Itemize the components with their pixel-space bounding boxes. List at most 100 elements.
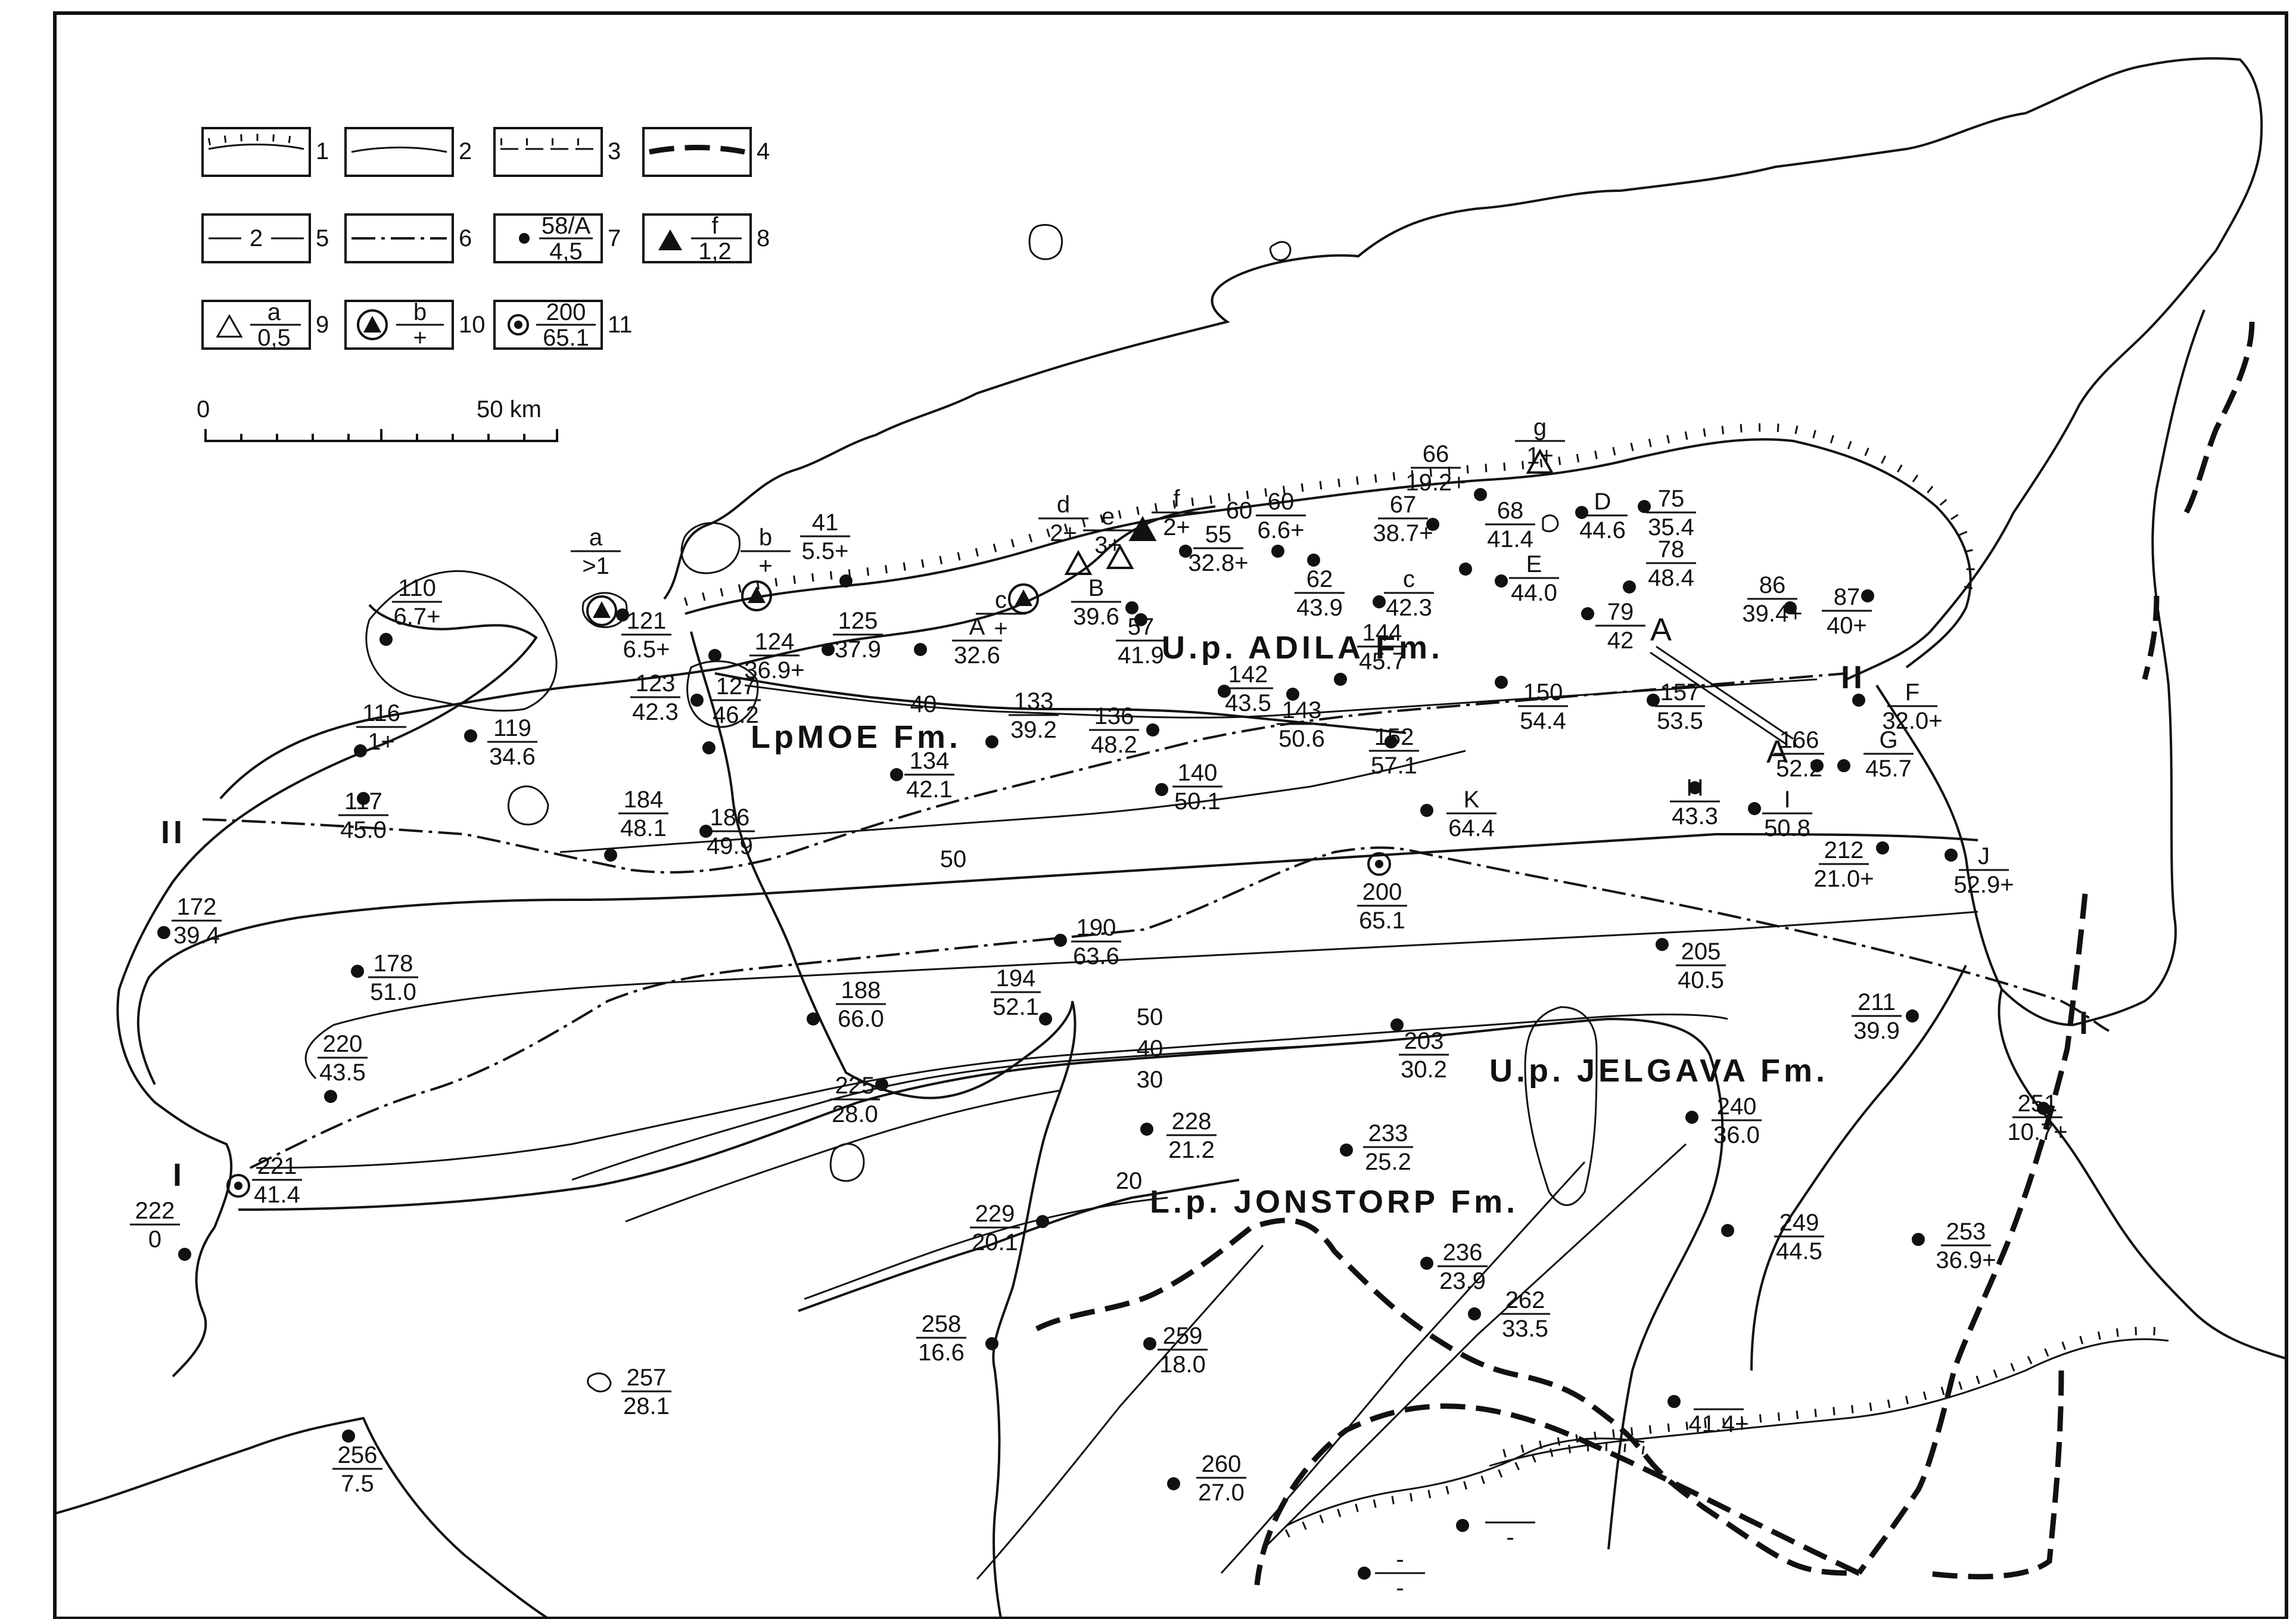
legend-item-5: 2 5: [201, 213, 329, 263]
well-thickness: 45.7: [1359, 648, 1405, 675]
coastline: [54, 57, 2287, 1619]
well-number: 144: [1362, 620, 1402, 646]
well-44: F32.0+: [1852, 679, 1943, 734]
well-thickness: 44.5: [1776, 1238, 1822, 1264]
well-thickness: 7.5: [341, 1471, 374, 1497]
well-dot-icon: [985, 1337, 998, 1350]
well-dot-icon: [1861, 589, 1874, 602]
bullseye-icon: [508, 314, 529, 335]
profile-label: A: [1650, 612, 1675, 648]
filled-triangle-icon: [1128, 515, 1157, 541]
legend: 1 2 3 4 2 5 6: [201, 127, 770, 351]
well-number: 116: [362, 700, 400, 726]
well-15: d2+: [1038, 492, 1093, 575]
well-5: 415.5+: [800, 509, 853, 588]
legend-item-4: 4: [642, 127, 770, 177]
well-dot-icon: [157, 926, 170, 939]
well-thickness: 44.6: [1579, 517, 1626, 543]
well-number: 200: [1362, 879, 1402, 905]
well-number: 62: [1306, 566, 1333, 592]
well-thickness: 40.5: [1678, 967, 1724, 993]
contour-value: 20: [1116, 1168, 1143, 1194]
legend-num: 3: [608, 138, 621, 164]
well-dot-icon: [1468, 1307, 1481, 1320]
well-number: B: [1088, 575, 1105, 601]
well-dot-icon: [1039, 1012, 1052, 1026]
legend-item-8: f 1,2 8: [642, 213, 770, 265]
well-number: 225: [835, 1073, 875, 1099]
profile-label: I: [2079, 1005, 2092, 1041]
well-thickness: 39.4: [173, 922, 220, 949]
well-thickness: 6.5+: [623, 636, 670, 663]
well-number: 136: [1094, 703, 1134, 729]
well-dot-icon: [357, 792, 370, 805]
circled-triangle-icon: [586, 595, 617, 626]
well-number: 78: [1658, 536, 1685, 563]
well-dot-icon: [985, 735, 998, 748]
well-dot-icon: [1912, 1233, 1925, 1246]
well-dot-icon: [1906, 1009, 1919, 1023]
well-dot-icon: [708, 649, 721, 662]
well-number: 194: [996, 965, 1036, 992]
well-number: g: [1533, 414, 1547, 440]
well-thickness: 20.1: [972, 1229, 1018, 1256]
profile-lines: [202, 645, 2110, 1169]
well-dot-icon: [1426, 518, 1439, 531]
well-dot-icon: [1810, 759, 1824, 772]
well-dot-icon: [342, 1430, 355, 1443]
well-thickness: 27.0: [1198, 1480, 1245, 1506]
well-thickness: 66.0: [838, 1006, 884, 1032]
well-dot-icon: [1420, 1257, 1433, 1270]
well-dot-icon: [1385, 735, 1398, 748]
legend-top: a: [267, 299, 281, 325]
well-dot-icon: [1581, 607, 1594, 620]
well-number: 79: [1607, 599, 1634, 625]
contour-value: 50: [1137, 1004, 1163, 1030]
well-47: H43.3: [1670, 775, 1720, 829]
well-dot-icon: [822, 643, 835, 656]
well-number: 184: [624, 787, 664, 813]
legend-num: 1: [316, 138, 329, 164]
well-number: 166: [1779, 727, 1819, 753]
well-number: 86: [1759, 572, 1786, 598]
well-thickness: -: [1396, 1575, 1404, 1601]
well-dot-icon: [1054, 934, 1067, 947]
legend-sample: 2: [250, 225, 263, 251]
legend-bottom: +: [413, 325, 427, 351]
circled-triangle-icon: [357, 309, 388, 340]
well-thickness: >1: [582, 553, 609, 579]
well-number: 150: [1523, 679, 1563, 706]
formation-label: LpMOE Fm.: [751, 719, 962, 755]
well-number: a: [589, 524, 603, 551]
legend-bottom: 65.1: [543, 325, 589, 351]
well-number: 221: [257, 1153, 297, 1179]
contour-value: 30: [1137, 1067, 1163, 1093]
formation-label: U.p. JELGAVA Fm.: [1489, 1053, 1828, 1089]
well-number: 211: [1858, 989, 1896, 1015]
well-thickness: 63.6: [1073, 943, 1119, 969]
well-thickness: 46.2: [713, 702, 759, 728]
well-number: 190: [1077, 915, 1116, 941]
open-triangle-icon: [216, 313, 243, 338]
well-thickness: 37.9: [835, 636, 881, 663]
legend-num: 4: [757, 138, 770, 164]
well-thickness: 21.0+: [1813, 866, 1874, 892]
well-thickness: 19.2+: [1405, 470, 1466, 496]
legend-num: 7: [608, 225, 621, 251]
well-dot-icon: [839, 574, 853, 588]
